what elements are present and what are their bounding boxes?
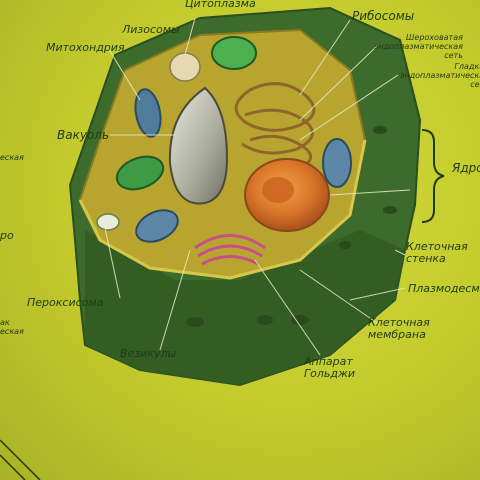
label-left-fragment-1: еская bbox=[0, 153, 24, 162]
nucleus-brace bbox=[421, 129, 445, 223]
mitochondria-shapes bbox=[134, 88, 352, 243]
label-vacuole: Вакуоль bbox=[57, 128, 110, 142]
label-golgi: Аппарат Гольджи bbox=[304, 356, 355, 380]
label-smooth-er-line3: сеть bbox=[470, 80, 480, 89]
label-left-fragment-2: ро bbox=[0, 229, 14, 242]
label-peroxisome: Пероксисома bbox=[27, 296, 104, 309]
label-smooth-er: Гладкая эндоплазматическая сеть bbox=[400, 62, 480, 89]
label-ribosomes: Рибосомы bbox=[352, 9, 415, 23]
label-cell-wall-line1: Клеточная bbox=[406, 240, 468, 253]
label-rough-er-line2: эндоплазматическая bbox=[374, 42, 463, 51]
label-left-fragment-3: ак bbox=[0, 318, 10, 327]
label-cytoplasm: Цитоплазма bbox=[185, 0, 256, 10]
nucleolus-shape bbox=[262, 177, 294, 203]
peroxisome-shape bbox=[96, 213, 120, 231]
label-rough-er-line3: сеть bbox=[444, 51, 463, 60]
label-cell-membrane: Клеточная мембрана bbox=[368, 317, 430, 341]
label-lysosomes: Лизосомы bbox=[122, 23, 180, 36]
label-cell-wall-line2: стенка bbox=[406, 252, 446, 265]
chloroplast-shapes bbox=[115, 36, 257, 191]
cell-wall-side bbox=[85, 230, 405, 385]
label-golgi-line2: Гольджи bbox=[304, 367, 356, 380]
label-cell-membrane-line1: Клеточная bbox=[368, 316, 430, 329]
label-vesicles: Везикулы bbox=[120, 347, 177, 360]
golgi-shape bbox=[194, 234, 266, 266]
plasmodesmata-pores bbox=[186, 126, 397, 327]
label-left-fragment-4: еская bbox=[0, 327, 24, 336]
label-cell-wall: Клеточная стенка bbox=[406, 241, 468, 265]
label-rough-er-line1: Шероховатая bbox=[405, 33, 463, 42]
label-nucleus: Ядро bbox=[452, 161, 480, 175]
label-mitochondria: Митохондрия bbox=[46, 41, 125, 54]
label-golgi-line1: Аппарат bbox=[304, 355, 353, 368]
cell-membrane-rim bbox=[78, 139, 367, 280]
label-smooth-er-line2: эндоплазматическая bbox=[400, 71, 480, 80]
label-cell-membrane-line2: мембрана bbox=[368, 328, 426, 341]
leader-lines bbox=[104, 17, 411, 356]
lysosome-shape bbox=[169, 52, 201, 82]
corner-lines bbox=[0, 439, 41, 480]
label-plasmodesmata: Плазмодесмы bbox=[408, 282, 480, 295]
label-smooth-er-line1: Гладкая bbox=[454, 62, 480, 71]
label-rough-er: Шероховатая эндоплазматическая сеть bbox=[374, 33, 463, 60]
label-left-fragment-3-4: ак еская bbox=[0, 318, 24, 336]
vacuole-shape bbox=[168, 86, 229, 205]
